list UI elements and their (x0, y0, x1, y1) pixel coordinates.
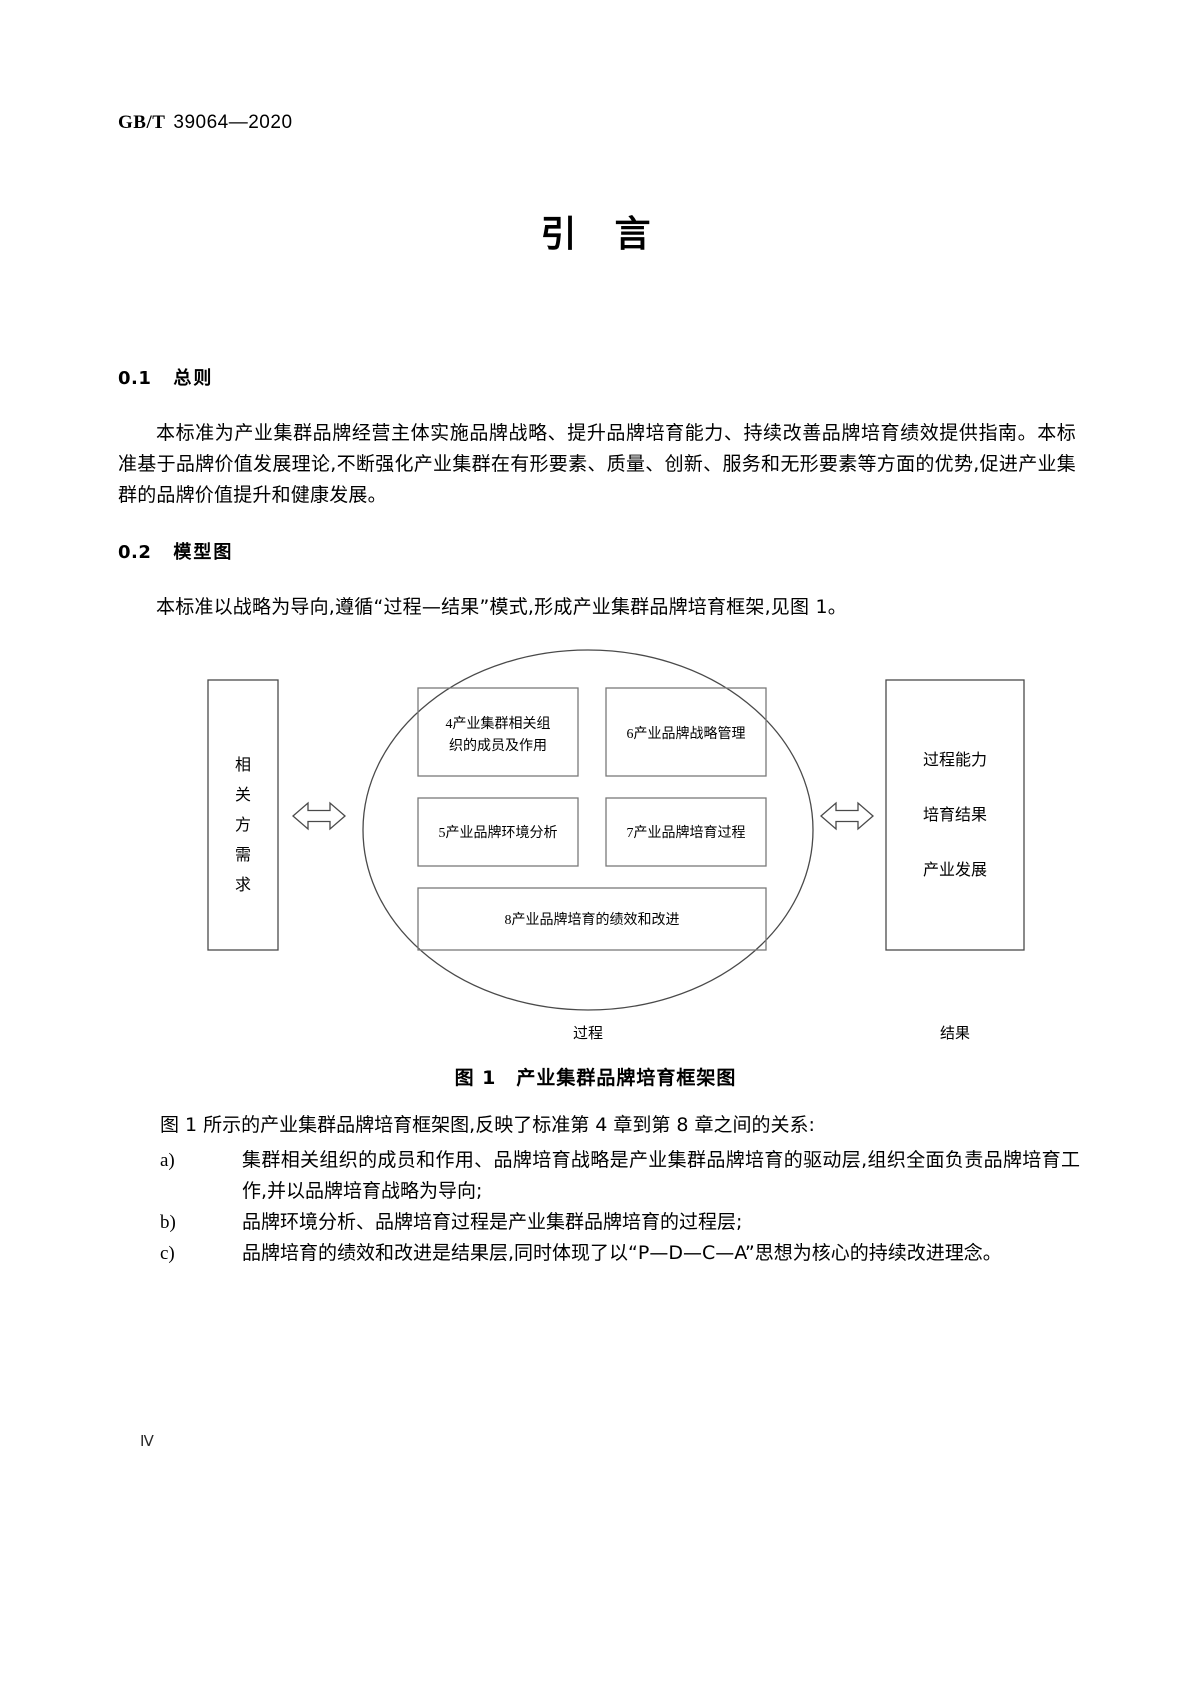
inner-box-6-label: 6产业品牌战略管理 (627, 725, 746, 742)
section-heading-0-1: 0.1 总则 (118, 364, 213, 390)
results-line-2: 培育结果 (923, 806, 987, 824)
results-line-1: 过程能力 (923, 751, 987, 769)
stakeholder-needs-char-4: 需 (235, 846, 251, 864)
section-heading-0-2: 0.2 模型图 (118, 538, 233, 564)
page-number: Ⅳ (140, 1434, 154, 1450)
list-item-marker: c) (160, 1243, 175, 1264)
stakeholder-needs-char-2: 关 (235, 786, 251, 804)
list-item-text: 集群相关组织的成员和作用、品牌培育战略是产业集群品牌培育的驱动层,组织全面负责品… (242, 1149, 1080, 1202)
page-title: 引言 (540, 214, 689, 255)
stakeholder-needs-char-1: 相 (235, 756, 251, 774)
section-body-0-1: 本标准为产业集群品牌经营主体实施品牌战略、提升品牌培育能力、持续改善品牌培育绩效… (118, 422, 1076, 506)
section-title-0-1: 总则 (173, 368, 214, 389)
section-title-0-2: 模型图 (173, 542, 234, 563)
results-box (885, 679, 1025, 951)
inner-box-8 (417, 887, 767, 951)
figure-caption: 图 1 产业集群品牌培育框架图 (0, 1063, 1191, 1090)
section-number-0-2: 0.2 (118, 542, 152, 563)
bottom-label-process: 过程 (573, 1025, 603, 1042)
list-item-marker: a) (160, 1150, 175, 1171)
section-body-0-2: 本标准以战略为导向,遵循“过程—结果”模式,形成产业集群品牌培育框架,见图 1。 (156, 596, 847, 618)
list-item-marker: b) (160, 1212, 176, 1233)
stakeholder-needs-char-5: 求 (235, 876, 251, 894)
figure-caption-text: 产业集群品牌培育框架图 (516, 1067, 737, 1089)
inner-box-7 (605, 797, 767, 867)
bottom-label-results: 结果 (940, 1025, 970, 1042)
inner-box-5 (417, 797, 579, 867)
list-item: b) 品牌环境分析、品牌培育过程是产业集群品牌培育的过程层; (160, 1207, 1080, 1238)
inner-box-4 (417, 687, 579, 777)
results-line-3: 产业发展 (923, 861, 987, 879)
explanation-lead-in: 图 1 所示的产业集群品牌培育框架图,反映了标准第 4 章到第 8 章之间的关系… (160, 1114, 815, 1136)
inner-box-6 (605, 687, 767, 777)
right-double-arrow-icon (820, 801, 874, 831)
list-item: c) 品牌培育的绩效和改进是结果层,同时体现了以“P—D—C—A”思想为核心的持… (160, 1238, 1080, 1269)
framework-figure: 相 关 方 需 求 4产业集群相关组 织的成员及作用 6产业品牌战略管理 5产业… (118, 640, 1076, 1060)
list-item-text: 品牌培育的绩效和改进是结果层,同时体现了以“P—D—C—A”思想为核心的持续改进… (242, 1242, 1002, 1264)
inner-box-7-label: 7产业品牌培育过程 (627, 824, 746, 841)
figure-caption-number: 图 1 (454, 1067, 497, 1089)
section-number-0-1: 0.1 (118, 368, 152, 389)
left-double-arrow-icon (292, 801, 346, 831)
stakeholder-needs-box (207, 679, 279, 951)
list-item-text: 品牌环境分析、品牌培育过程是产业集群品牌培育的过程层; (242, 1211, 743, 1233)
explanation-list: a) 集群相关组织的成员和作用、品牌培育战略是产业集群品牌培育的驱动层,组织全面… (160, 1145, 1080, 1269)
standard-number: 39064—2020 (173, 112, 293, 133)
inner-box-4-line-1: 4产业集群相关组 (446, 715, 551, 732)
running-header: GB/T 39064—2020 (118, 112, 293, 134)
inner-box-5-label: 5产业品牌环境分析 (439, 824, 558, 841)
inner-box-4-line-2: 织的成员及作用 (449, 738, 547, 754)
inner-box-8-label: 8产业品牌培育的绩效和改进 (505, 911, 680, 928)
stakeholder-needs-char-3: 方 (235, 816, 251, 834)
standard-code: GB/T (118, 112, 166, 133)
process-ellipse (362, 649, 814, 1011)
list-item: a) 集群相关组织的成员和作用、品牌培育战略是产业集群品牌培育的驱动层,组织全面… (160, 1145, 1080, 1207)
